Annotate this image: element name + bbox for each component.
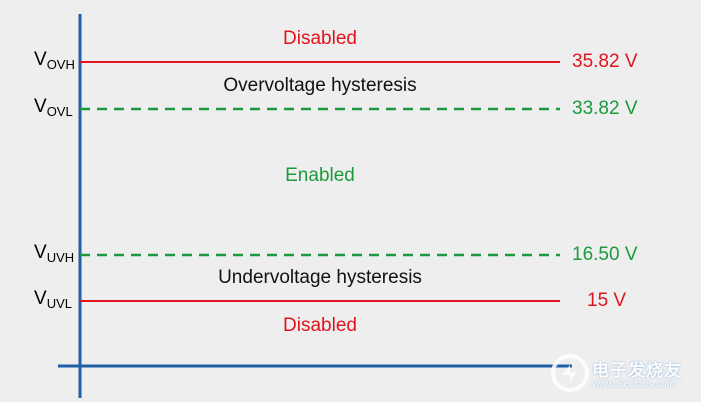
vovl-subscript: OVL <box>46 104 73 119</box>
vovl-symbol: V <box>34 96 47 117</box>
vovh-symbol: V <box>34 49 47 70</box>
top-disabled-label: Disabled <box>283 28 357 49</box>
vuvh-value: 16.50 V <box>572 244 638 265</box>
elecfans-watermark: 电子发烧友 www.elecfans.com <box>548 348 698 398</box>
enabled-label: Enabled <box>285 165 355 186</box>
vovl-label: VOVL <box>34 97 73 118</box>
vovh-label: VOVH <box>34 50 75 71</box>
vovh-value: 35.82 V <box>572 51 638 72</box>
watermark-name: 电子发烧友 <box>592 361 682 380</box>
vuvh-subscript: UVH <box>46 250 75 265</box>
elecfans-logo-icon <box>551 354 589 392</box>
overvoltage-hysteresis-label: Overvoltage hysteresis <box>223 75 417 96</box>
vuvl-symbol: V <box>34 288 47 309</box>
vuvh-label: VUVH <box>34 243 74 264</box>
vuvl-subscript: UVL <box>46 296 72 311</box>
bottom-disabled-label: Disabled <box>283 315 357 336</box>
vovh-subscript: OVH <box>46 57 75 72</box>
vovl-value: 33.82 V <box>572 98 638 119</box>
watermark-url: www.elecfans.com <box>592 379 675 390</box>
vuvh-symbol: V <box>34 242 47 263</box>
vuvl-label: VUVL <box>34 289 72 310</box>
vuvl-value: 15 V <box>587 290 627 311</box>
undervoltage-hysteresis-label: Undervoltage hysteresis <box>218 267 422 288</box>
